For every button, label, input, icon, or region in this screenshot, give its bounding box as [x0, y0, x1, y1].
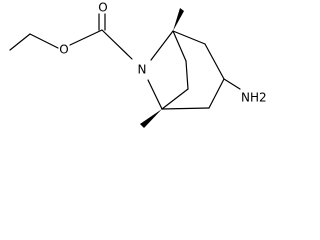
- bond-c3-c4: [208, 78, 225, 109]
- bond-c4-c5: [161, 107, 210, 110]
- bond-n-c5: [147, 79, 163, 110]
- bond-o-carbonyl-carbon: [69, 29, 103, 46]
- wedge-bond-top: [173, 8, 184, 31]
- ethyl-group: [9, 33, 59, 51]
- atom-label-oxygen-ether: O: [59, 43, 68, 57]
- bond-c6-c7: [185, 60, 189, 90]
- bond-n-c1: [150, 30, 174, 61]
- bond-c2-c3: [204, 43, 225, 80]
- bond-ch3-ch2: [9, 33, 31, 51]
- bond-c3-amine: [223, 78, 241, 90]
- ester-group: [69, 13, 133, 60]
- atom-label-nitrogen: N: [138, 63, 147, 77]
- bond-c1-c2: [172, 30, 206, 45]
- bond-carbonyl-carbon-n: [101, 29, 133, 60]
- bond-c1-c6: [172, 30, 187, 62]
- bond-c7-c5: [161, 88, 189, 110]
- atom-label-oxygen-carbonyl: O: [98, 1, 107, 15]
- bond-ch2-o: [29, 33, 59, 49]
- chemical-structure: O O N NH2: [9, 1, 267, 128]
- wedge-bond-bottom: [140, 109, 162, 128]
- bicyclic-core: [147, 30, 241, 110]
- atom-label-amino-group: NH2: [241, 91, 267, 105]
- stereo-bonds: [140, 8, 184, 128]
